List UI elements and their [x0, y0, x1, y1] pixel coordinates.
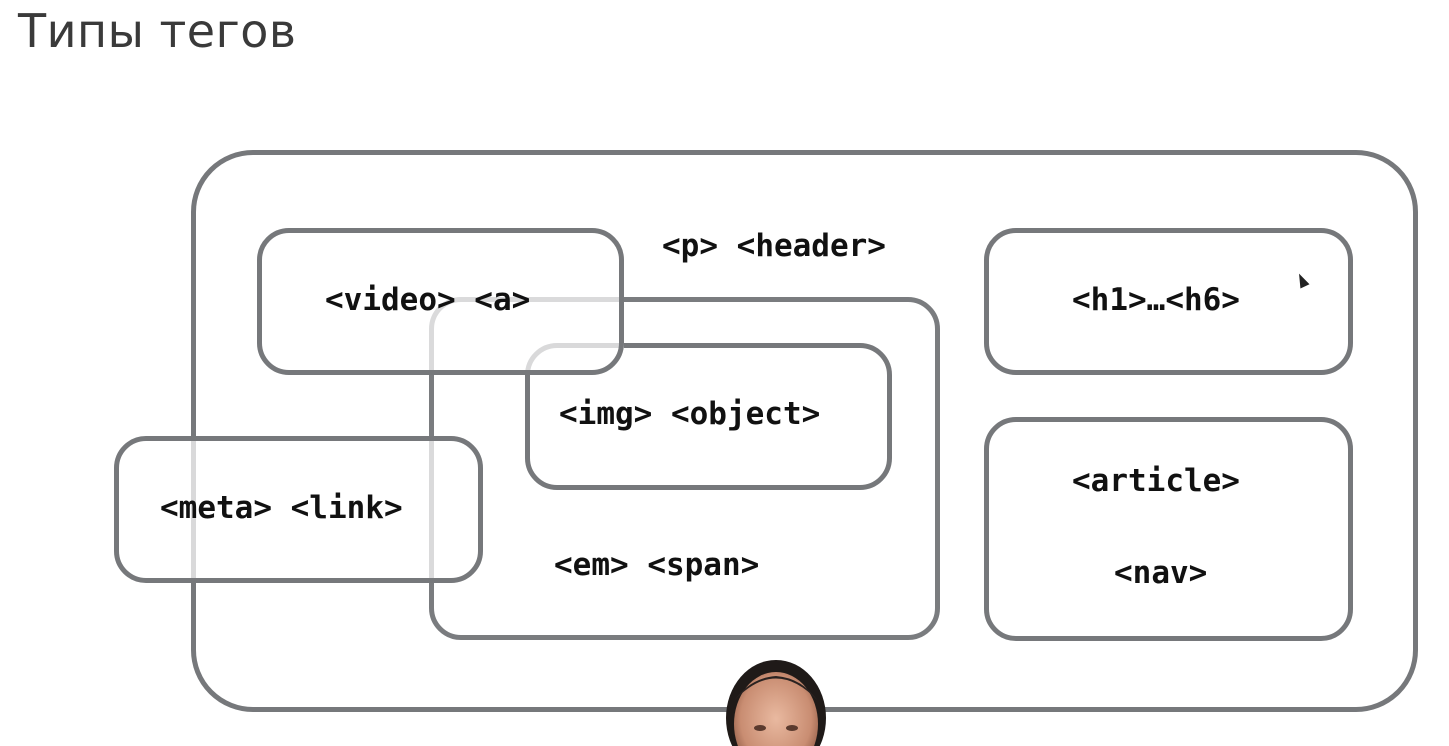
- sectioning-content-group: [984, 417, 1353, 641]
- presenter-video-thumbnail: [722, 656, 830, 746]
- replaced-content-group: [525, 343, 892, 490]
- heading-content-group: [984, 228, 1353, 375]
- slide-title: Типы тегов: [18, 4, 297, 58]
- tags-article: <article>: [1072, 463, 1240, 499]
- tags-meta-link: <meta> <link>: [160, 490, 403, 526]
- metadata-content-group: [114, 436, 483, 583]
- overlap-fade: [429, 297, 624, 375]
- tags-img-object: <img> <object>: [559, 396, 821, 432]
- presenter-head-icon: [726, 660, 826, 746]
- tags-nav: <nav>: [1114, 555, 1208, 591]
- tags-h1-h6: <h1>…<h6>: [1072, 282, 1240, 318]
- interactive-content-group: [257, 228, 624, 375]
- tags-video-a: <video> <a>: [325, 282, 531, 318]
- overlap-fade: [191, 436, 483, 583]
- tags-p-header: <p> <header>: [662, 228, 886, 264]
- tags-em-span: <em> <span>: [554, 547, 760, 583]
